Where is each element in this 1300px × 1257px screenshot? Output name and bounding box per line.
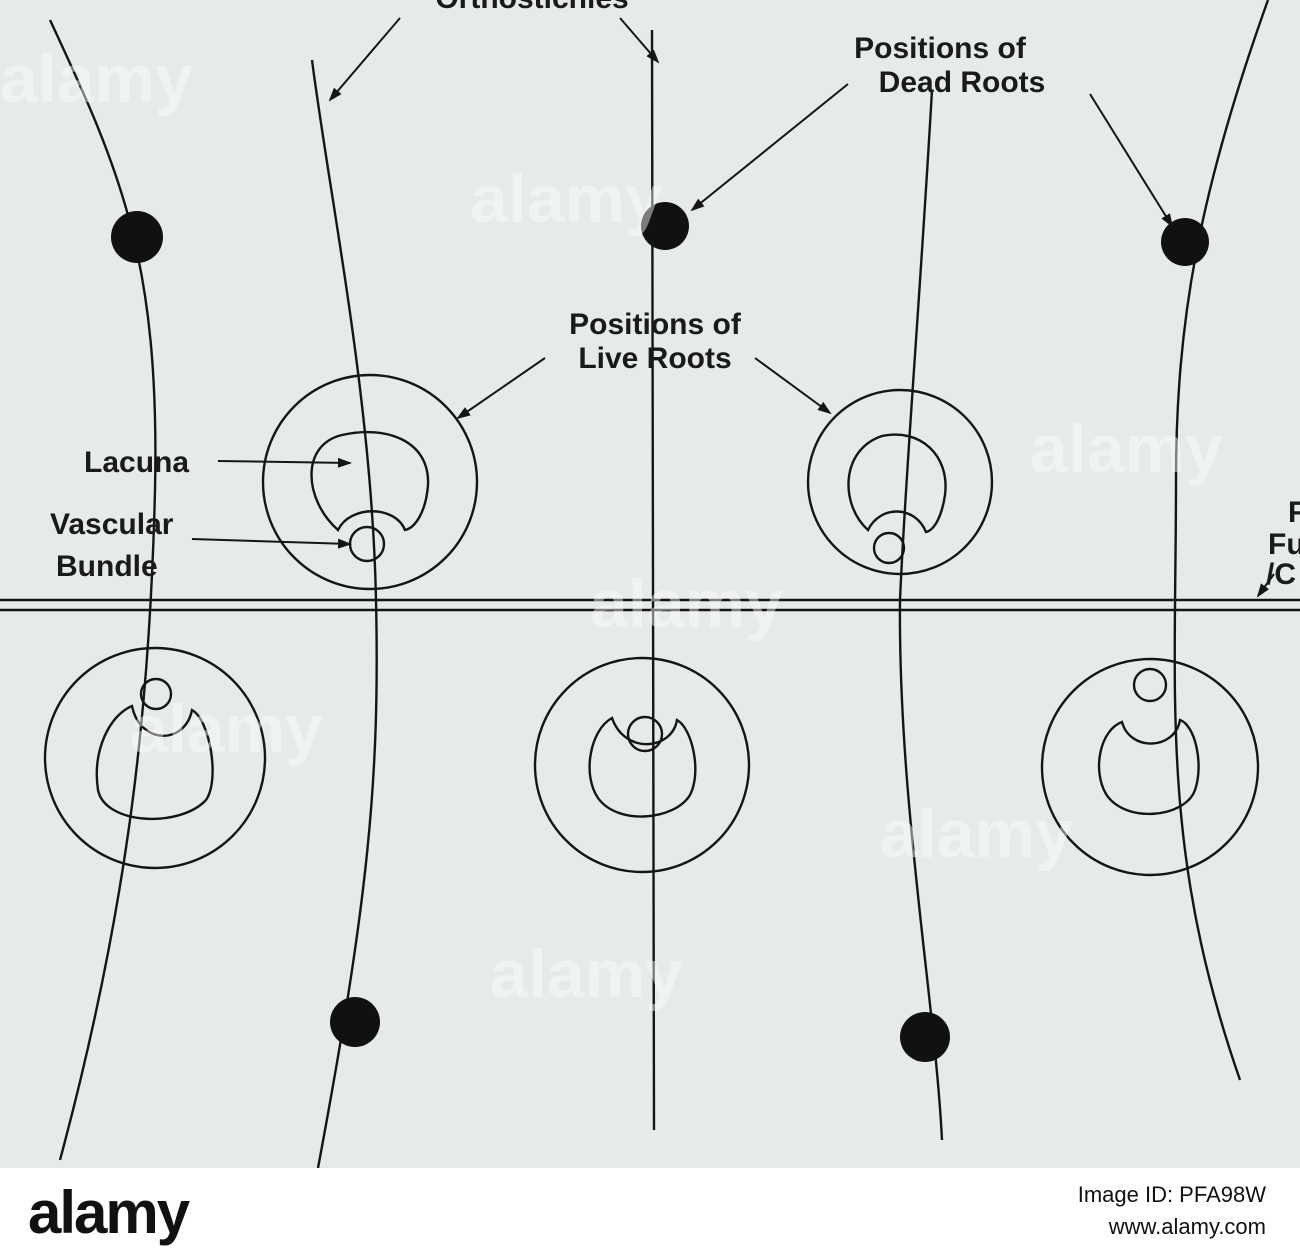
- arrow-right-cut: [1256, 573, 1275, 598]
- dead-roots-label-line2: Dead Roots: [879, 66, 1046, 99]
- arrow-dead-roots-left: [690, 83, 849, 212]
- lacuna-label: Lacuna: [84, 446, 189, 479]
- arrow-dead-roots-right: [1089, 93, 1174, 228]
- dead-root-dot: [111, 211, 163, 263]
- dead-root-dot: [330, 997, 380, 1047]
- orthostichy-line-5: [1173, 0, 1270, 1081]
- live-root: [1040, 657, 1260, 877]
- orthostichy-line-1: [48, 19, 157, 1161]
- site-url-link[interactable]: www.alamy.com: [1108, 1214, 1266, 1239]
- right-cut-label-line3: /C: [1266, 558, 1296, 591]
- orthostichy-line-4: [898, 89, 944, 1141]
- brand-logo: alamy: [28, 1179, 190, 1246]
- image-id-text: Image ID: PFA98W: [1077, 1182, 1266, 1207]
- footer-bar: alamy Image ID: PFA98W www.alamy.com: [0, 1168, 1300, 1257]
- right-cut-label-line2: Fu: [1268, 528, 1300, 561]
- dead-root-dot: [900, 1012, 950, 1062]
- vascular-bundle-label-line1: Vascular: [50, 508, 174, 541]
- orthostichy-line-3: [650, 29, 656, 1131]
- arrow-orthostichies-left: [328, 17, 401, 102]
- right-cut-label-line1: F: [1288, 496, 1300, 529]
- live-roots-label-line2: Live Roots: [578, 342, 731, 375]
- arrow-orthostichies-right: [619, 17, 660, 64]
- root-arrangement-diagram: Orthostichies Positions of Dead Roots Po…: [0, 0, 1300, 1168]
- vascular-bundle-label-line2: Bundle: [56, 550, 158, 583]
- diagram-canvas: Orthostichies Positions of Dead Roots Po…: [0, 0, 1300, 1168]
- arrow-lacuna: [217, 457, 352, 468]
- live-root: [43, 646, 267, 870]
- dead-root-dot: [641, 202, 689, 250]
- orthostichies-label: Orthostichies: [435, 0, 628, 15]
- dead-root-dot: [1161, 218, 1209, 266]
- arrow-live-roots-left: [456, 357, 546, 420]
- arrow-live-roots-right: [754, 357, 832, 415]
- live-roots-label-line1: Positions of: [569, 308, 742, 341]
- live-root: [806, 388, 994, 576]
- arrow-vascular-bundle: [191, 538, 352, 549]
- dead-roots-label-line1: Positions of: [854, 32, 1027, 65]
- live-root: [533, 656, 751, 874]
